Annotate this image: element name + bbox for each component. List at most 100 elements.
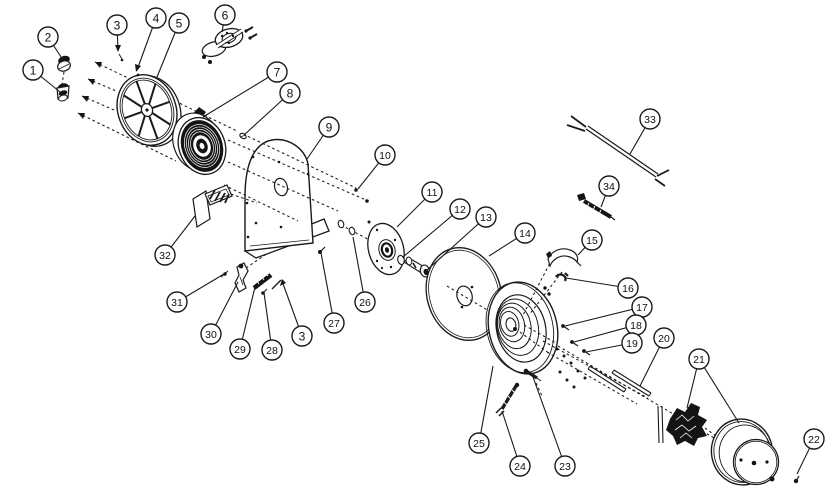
callout-balloon (200, 323, 222, 345)
callout-balloon (617, 277, 639, 299)
callout-balloon (106, 14, 128, 36)
part-pawl (546, 248, 582, 269)
callout-number: 34 (603, 181, 615, 193)
callout-balloon (318, 116, 340, 138)
part-end-drum (710, 418, 780, 486)
part-swivel-fitting-upper (57, 55, 71, 72)
callout-number: 1 (30, 63, 37, 77)
callout-leader-line (425, 216, 487, 272)
callout-24: 24 (501, 410, 531, 477)
callout-19: 19 (585, 332, 643, 354)
callout-balloon (354, 291, 376, 313)
callout-balloon (475, 206, 497, 228)
callout-number: 33 (644, 114, 656, 126)
part-short-hose (577, 193, 616, 221)
fastener-bolts-10 (354, 188, 371, 224)
callout-balloon (421, 181, 443, 203)
callout-number: 16 (622, 283, 634, 295)
callout-number: 24 (514, 461, 526, 473)
callout-number: 21 (693, 354, 705, 366)
part-tie-rods (587, 365, 652, 397)
part-spring-cluster (657, 403, 728, 446)
part-swivel-fitting-lower (56, 83, 70, 102)
callout-balloon (509, 455, 531, 477)
part-mounting-bracket (192, 184, 233, 228)
callout-number: 20 (658, 333, 670, 345)
part-spring-anchor-24 (495, 382, 520, 417)
callout-balloon (554, 455, 576, 477)
callout-32: 32 (154, 215, 196, 266)
callout-balloon (261, 339, 283, 361)
callout-4: 4 (136, 7, 167, 71)
callout-number: 17 (636, 302, 648, 314)
callout-balloon (688, 348, 710, 370)
callout-16: 16 (565, 277, 639, 299)
part-clamp-assembly (201, 26, 258, 64)
callout-balloon (37, 26, 59, 48)
callout-balloon (291, 325, 313, 347)
callout-2: 2 (37, 26, 64, 61)
callout-7: 7 (202, 61, 288, 118)
callout-number: 22 (808, 434, 820, 446)
callout-13: 13 (425, 206, 497, 272)
callout-number: 12 (454, 204, 466, 216)
callout-number: 27 (328, 318, 340, 330)
callout-number: 28 (266, 345, 278, 357)
callout-number: 32 (159, 250, 171, 262)
fastener-screw-3 (115, 45, 124, 62)
callout-balloon (168, 12, 190, 34)
part-frame-plate (243, 138, 330, 259)
callout-33: 33 (629, 108, 661, 155)
callout-26: 26 (352, 236, 376, 313)
callout-number: 15 (586, 235, 598, 247)
callout-leader-line (698, 358, 740, 424)
callout-number: 3 (114, 18, 121, 32)
callout-6: 6 (214, 4, 236, 33)
part-reel-drum (485, 258, 563, 375)
callout-leader-line (402, 208, 461, 258)
callout-leader-line (202, 71, 278, 118)
callout-balloon (639, 108, 661, 130)
part-bearing-plate (367, 222, 405, 276)
callout-number: 23 (559, 461, 571, 473)
callout-number: 3 (299, 329, 306, 343)
callout-3-b: 3 (281, 280, 313, 347)
part-retainer-clip (555, 272, 569, 282)
callout-28: 28 (261, 292, 283, 361)
callout-23: 23 (532, 376, 576, 477)
callout-30: 30 (200, 281, 239, 345)
callout-balloon (621, 332, 643, 354)
callout-balloon (653, 327, 675, 349)
part-latch-pin-23 (523, 368, 542, 382)
callout-balloon (279, 82, 301, 104)
callout-number: 6 (222, 8, 229, 22)
callout-number: 25 (473, 438, 485, 450)
callout-number: 5 (176, 16, 183, 30)
callout-leader-line (478, 365, 494, 444)
part-washers-26 (337, 219, 356, 236)
callout-22: 22 (796, 428, 825, 475)
callout-number: 14 (519, 228, 531, 240)
callout-balloon (166, 291, 188, 313)
callout-21: 21 (686, 348, 740, 424)
callout-15: 15 (577, 229, 603, 256)
callout-balloon (229, 338, 251, 360)
part-divider-disc (425, 246, 503, 342)
callout-25: 25 (468, 365, 494, 454)
part-latch-lever-30 (234, 262, 249, 293)
callout-balloon (514, 222, 536, 244)
callout-leader-line (573, 324, 637, 343)
callout-balloon (266, 61, 288, 83)
callout-number: 8 (287, 86, 294, 100)
part-hose-assembly (566, 115, 670, 187)
callout-number: 2 (45, 30, 52, 44)
callout-12: 12 (402, 198, 471, 258)
callout-number: 19 (626, 338, 638, 350)
callout-balloon (214, 4, 236, 26)
callout-leader-line (320, 252, 335, 324)
callout-balloon (803, 428, 825, 450)
callout-number: 4 (153, 11, 160, 25)
callout-number: 29 (234, 344, 246, 356)
